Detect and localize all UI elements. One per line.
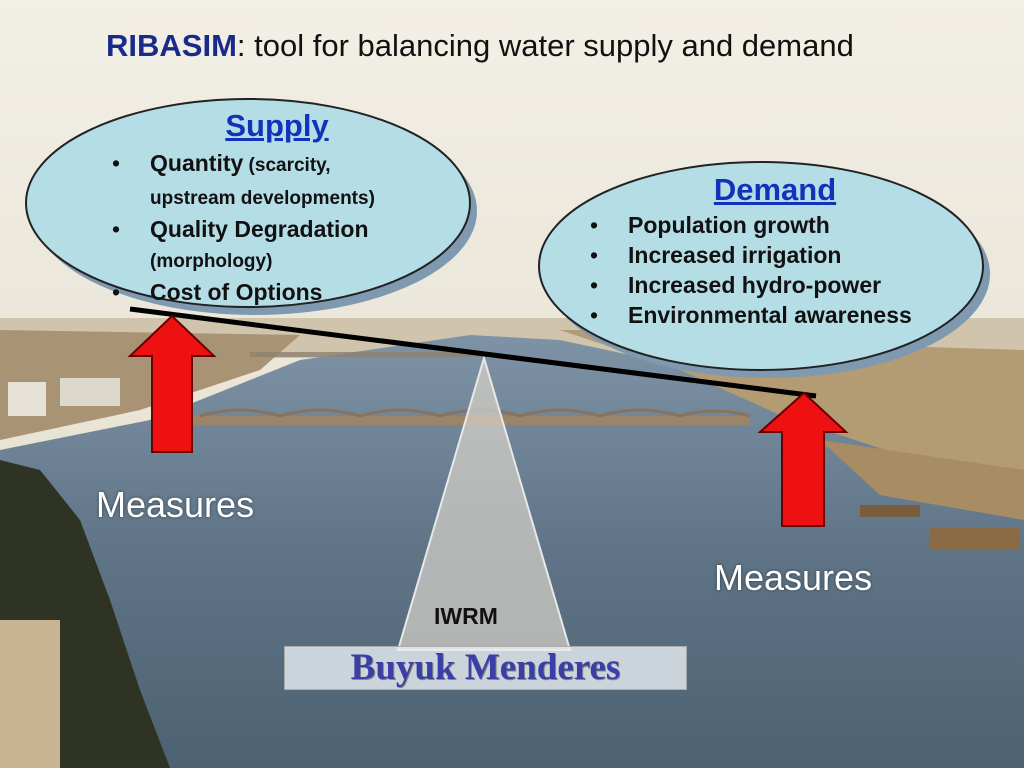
- demand-item-label: Environmental awareness: [628, 302, 912, 328]
- supply-box: Supply • Quantity (scarcity, upstream de…: [112, 108, 432, 307]
- demand-item: • Increased irrigation: [590, 240, 960, 270]
- balance-beam: [129, 306, 817, 399]
- demand-item-label: Population growth: [628, 212, 830, 238]
- bullet: •: [590, 212, 599, 238]
- supply-item-detail: upstream developments): [150, 188, 375, 209]
- supply-item-quantity: • Quantity (scarcity, upstream developme…: [112, 148, 432, 214]
- supply-item-quality: • Quality Degradation (morphology): [112, 214, 432, 277]
- supply-ellipse: [25, 98, 471, 308]
- demand-item: • Population growth: [590, 210, 960, 240]
- supply-item-detail: (scarcity,: [243, 155, 331, 176]
- demand-box: Demand • Population growth • Increased irr…: [590, 172, 960, 330]
- left-up-arrow: [127, 314, 217, 453]
- bullet: •: [590, 302, 599, 328]
- supply-item-detail: (morphology): [150, 251, 273, 272]
- bullet: •: [112, 216, 121, 242]
- supply-item-label: Quantity: [150, 150, 244, 176]
- bullet: •: [112, 279, 121, 305]
- demand-item: • Increased hydro-power: [590, 270, 960, 300]
- bullet: •: [590, 272, 599, 298]
- demand-item: • Environmental awareness: [590, 300, 960, 330]
- bullet: •: [590, 242, 599, 268]
- demand-heading: Demand: [713, 172, 837, 207]
- supply-item-label: Quality Degradation: [150, 216, 369, 242]
- supply-item-label: Cost of Options: [150, 279, 323, 305]
- measures-left-label: Measures: [96, 484, 255, 525]
- right-up-arrow: [757, 391, 849, 527]
- measures-right-label: Measures: [714, 557, 873, 598]
- bullet: •: [112, 150, 121, 176]
- demand-item-label: Increased irrigation: [628, 242, 842, 268]
- demand-ellipse: [538, 161, 984, 371]
- basin-label: Buyuk Menderes: [284, 646, 687, 690]
- slide-title: RIBASIM: tool for balancing water supply…: [106, 28, 854, 64]
- title-bold: RIBASIM: [106, 28, 237, 63]
- supply-list: • Quantity (scarcity, upstream developme…: [112, 148, 432, 307]
- title-rest: : tool for balancing water supply and de…: [236, 28, 854, 63]
- supply-heading: Supply: [225, 108, 329, 143]
- iwrm-label: IWRM: [434, 603, 498, 629]
- demand-item-label: Increased hydro-power: [628, 272, 882, 298]
- demand-list: • Population growth • Increased irrigation…: [590, 210, 960, 330]
- supply-item-cost: • Cost of Options: [112, 277, 432, 307]
